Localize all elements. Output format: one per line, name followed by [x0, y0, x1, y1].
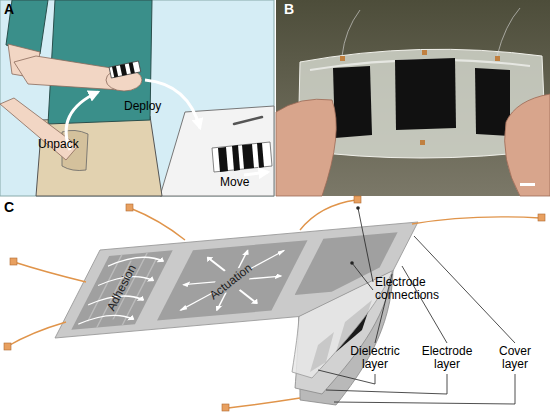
- wire: [412, 217, 540, 224]
- rolled-device: [109, 61, 141, 78]
- layer-label: Cover layer: [490, 345, 540, 371]
- contact-pad: [495, 56, 500, 61]
- wires: [8, 200, 540, 408]
- device-stripe: [112, 66, 118, 78]
- leader-line: [318, 370, 375, 384]
- step-label: Unpack: [38, 138, 79, 151]
- sheet-surface: [55, 222, 418, 338]
- adhesion-electrode: [71, 250, 172, 330]
- right-thumb: [505, 94, 550, 196]
- terminal: [126, 204, 133, 211]
- device-stripe: [120, 64, 127, 76]
- left-thumb: [276, 99, 336, 196]
- wire-terminals: [4, 196, 545, 411]
- wire: [300, 200, 356, 230]
- contact-pad: [420, 140, 425, 145]
- leader-dot: [356, 206, 360, 210]
- table: [160, 106, 274, 196]
- leader-line: [326, 374, 447, 394]
- callout-label: Electrode connections: [375, 276, 457, 302]
- device-sheet: [212, 142, 272, 172]
- pencil: [234, 117, 262, 124]
- panel-letter: B: [284, 2, 294, 17]
- step-label: Move: [220, 176, 249, 189]
- adhesion-arrow: [108, 255, 166, 266]
- top-sheet: [55, 222, 418, 338]
- wire: [342, 10, 360, 56]
- terminal: [538, 214, 545, 221]
- region-label: Adhesion: [105, 263, 139, 314]
- actuation-arrow: [200, 255, 234, 273]
- leader-line: [358, 208, 373, 282]
- device-electrode: [232, 145, 240, 171]
- wire: [497, 8, 520, 56]
- device-electrode: [257, 143, 264, 168]
- terminal: [222, 404, 229, 411]
- region-label: Actuation: [207, 261, 255, 302]
- device-stripe: [129, 62, 135, 74]
- electrode-pad: [395, 58, 456, 130]
- electrode-pad: [333, 66, 372, 138]
- terminal: [354, 196, 361, 203]
- device-electrode: [242, 144, 254, 169]
- panel-a-scene: [0, 0, 274, 196]
- actuation-arrow: [231, 288, 265, 306]
- actuation-electrode: [157, 240, 307, 320]
- layer-label: Dielectric layer: [342, 345, 408, 371]
- actuation-arrow: [184, 282, 216, 285]
- panel-c-layers: [4, 196, 545, 411]
- photo-background: [276, 0, 550, 196]
- leader-lines: [318, 208, 515, 404]
- layer-label: Electrode layer: [417, 345, 477, 371]
- device-on-table: [212, 142, 272, 172]
- actuation-arrow: [249, 276, 281, 279]
- terminal: [10, 258, 17, 265]
- wire: [130, 208, 185, 240]
- trousers: [36, 116, 162, 196]
- scale-bar: [520, 183, 535, 186]
- terminal: [4, 343, 11, 350]
- panel-background: [0, 0, 274, 196]
- electrode-pad: [475, 68, 510, 136]
- wire: [228, 398, 300, 408]
- panel-b-photo: [276, 0, 550, 196]
- contact-pad: [340, 56, 345, 61]
- leader-line: [352, 263, 373, 290]
- adhesion-arrow: [78, 313, 136, 324]
- actuation-arrow: [250, 251, 284, 269]
- device-electrode: [218, 147, 228, 172]
- panel-letter: C: [4, 200, 14, 215]
- contact-pad: [422, 50, 427, 55]
- step-label: Deploy: [124, 100, 161, 113]
- move-arrow: [244, 172, 268, 175]
- leader-dot: [350, 261, 354, 265]
- device-roll: [109, 61, 141, 78]
- leader-line: [334, 374, 515, 404]
- wire: [14, 262, 86, 282]
- panel-letter: A: [4, 2, 14, 17]
- wire: [8, 322, 66, 346]
